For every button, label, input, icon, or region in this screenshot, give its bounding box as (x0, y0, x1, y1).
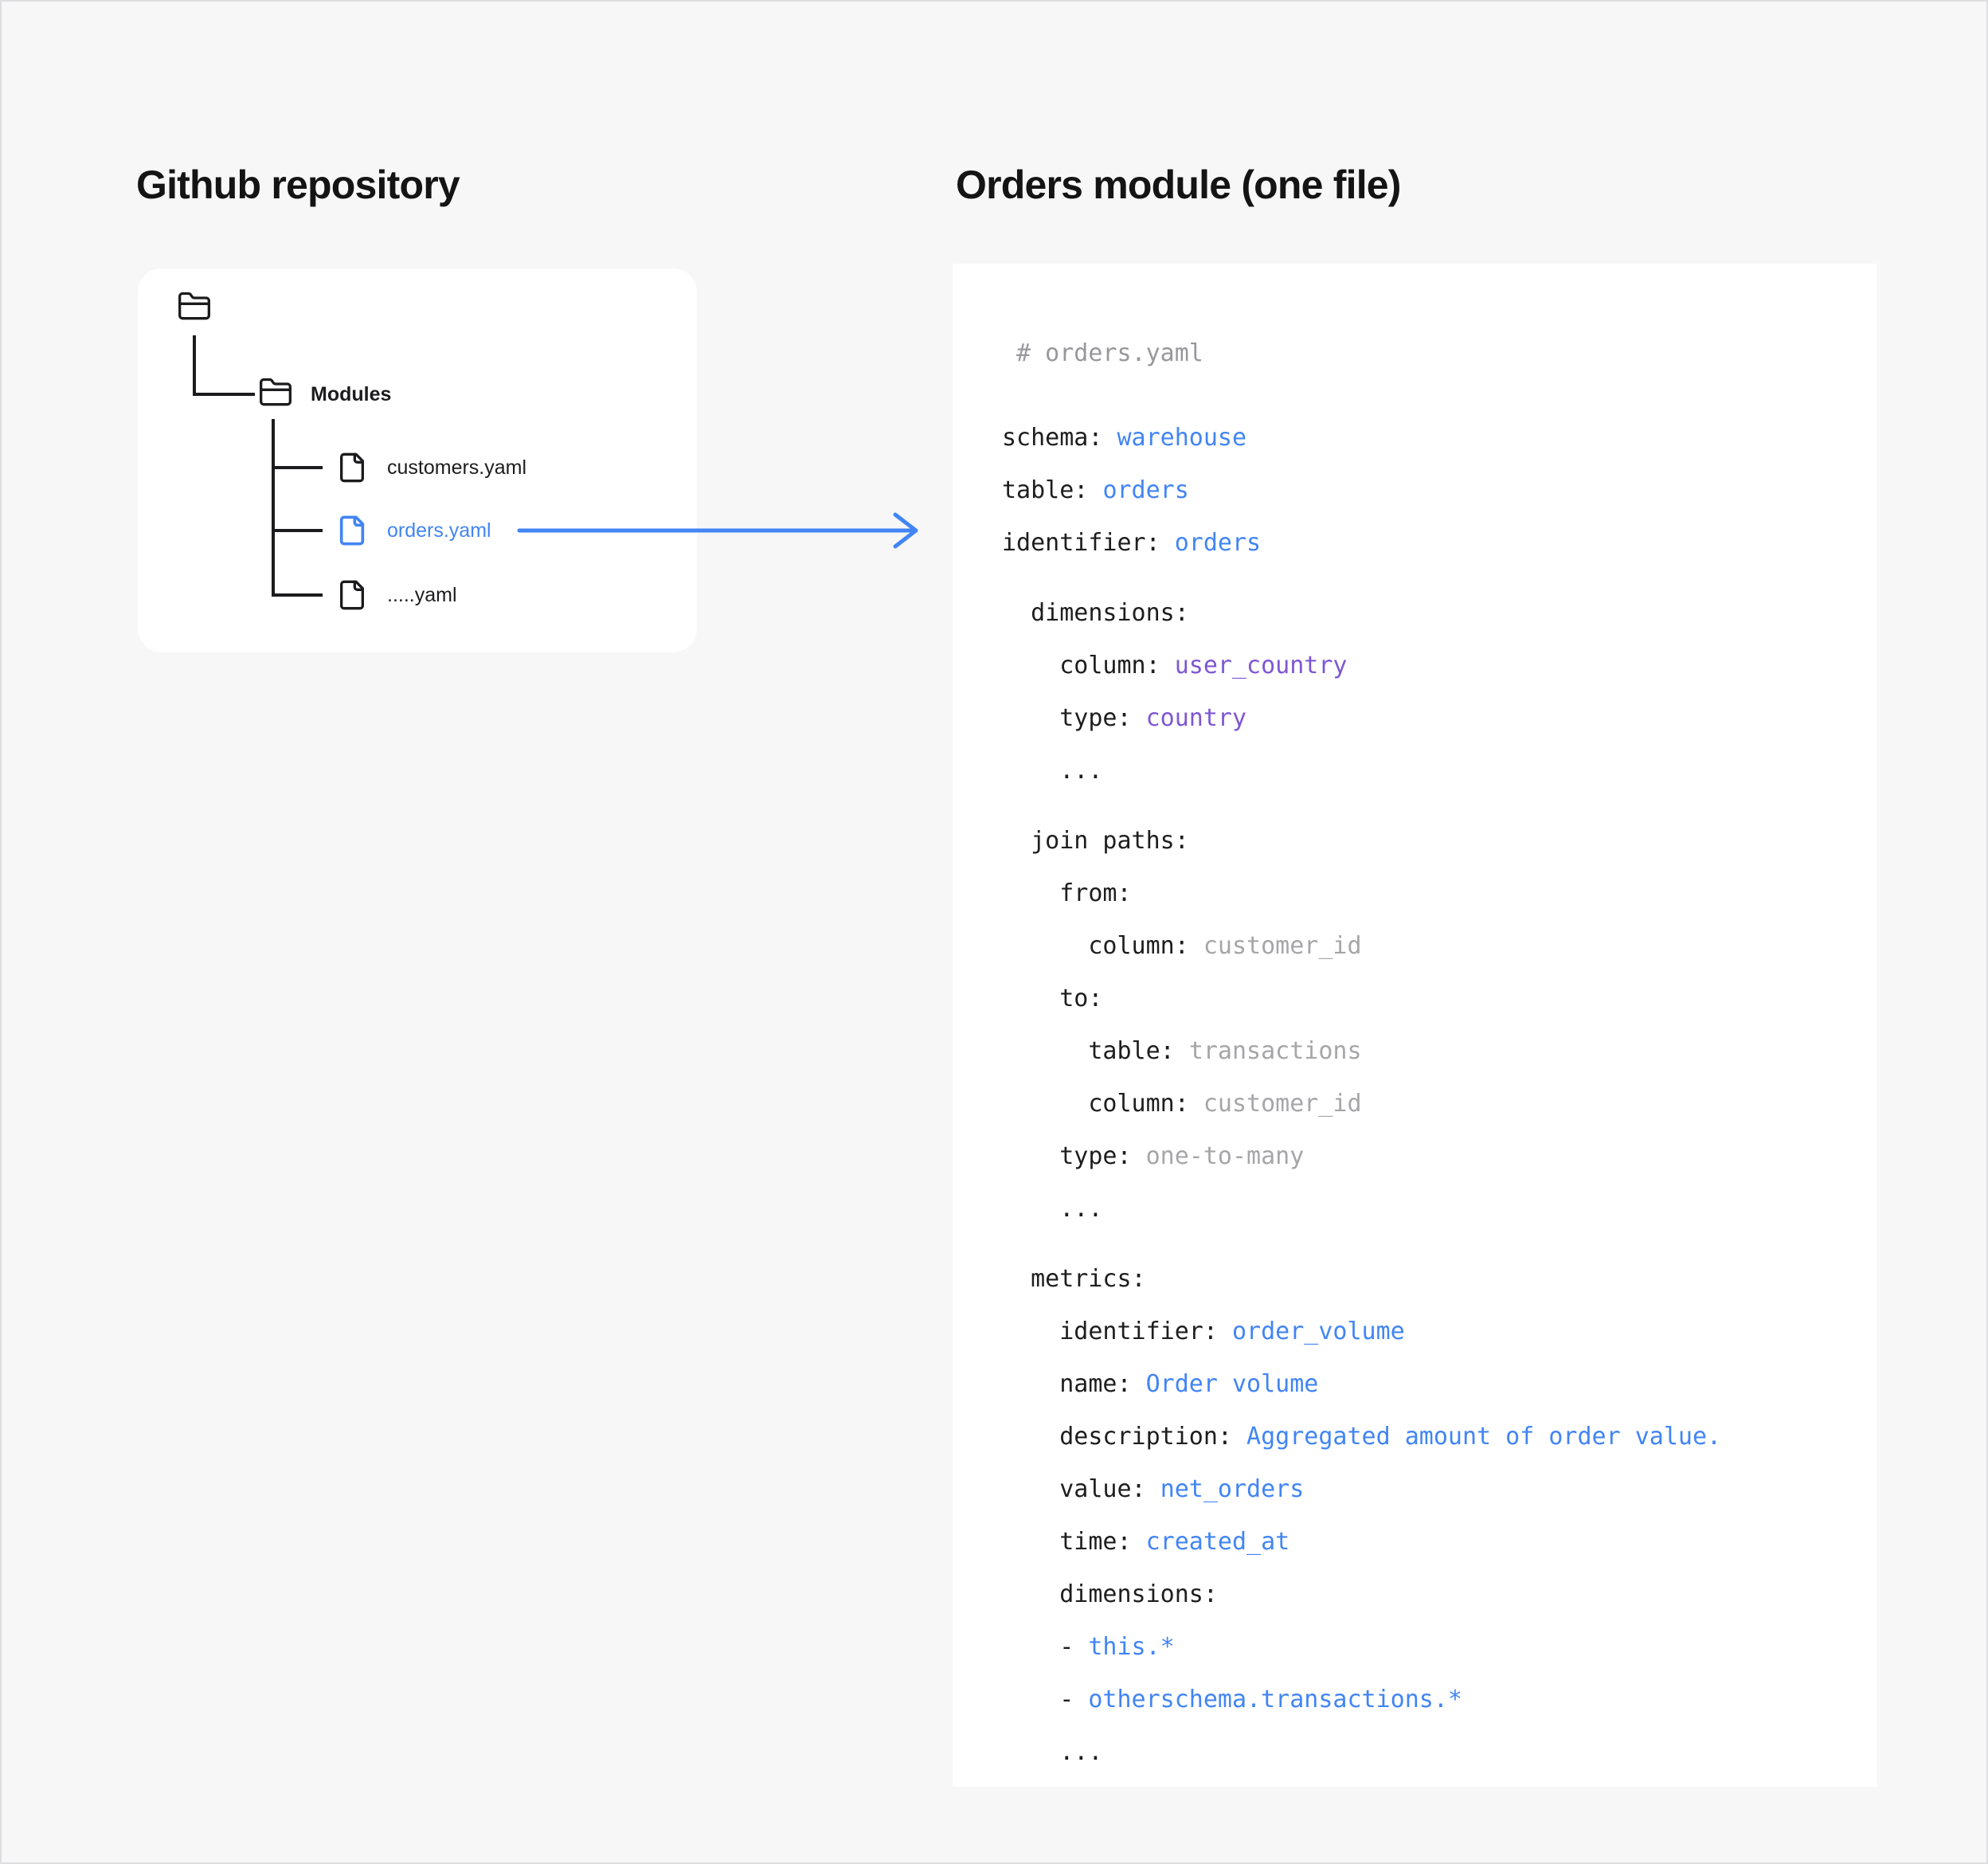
code-line: time: created_at (1002, 1516, 1721, 1568)
code-token-key: column: (1002, 1090, 1203, 1118)
code-line: identifier: orders (1002, 517, 1721, 570)
code-token-key: type: (1002, 1142, 1146, 1170)
code-token-key: - (1002, 1633, 1089, 1661)
code-token-key: schema: (1002, 424, 1117, 452)
file-icon-highlighted (336, 511, 368, 554)
code-token-key: table: (1002, 1037, 1189, 1065)
code-token-muted: customer_id (1203, 932, 1362, 960)
code-token-blue: net_orders (1160, 1475, 1305, 1503)
code-token-key: ... (1002, 1738, 1103, 1766)
right-section-title: Orders module (one file) (956, 163, 1401, 207)
code-line: column: customer_id (1002, 920, 1721, 973)
code-token-key: dimensions: (1002, 599, 1189, 627)
code-token-key: identifier: (1002, 1318, 1232, 1345)
tree-item-modules-label: Modules (311, 383, 392, 405)
tree-connector (272, 419, 275, 597)
tree-connector (193, 335, 196, 396)
code-token-purple: user_country (1174, 652, 1348, 679)
code-token-key: - (1002, 1686, 1089, 1713)
tree-connector (272, 466, 323, 469)
code-token-blue: orders (1102, 476, 1189, 504)
code-line: join paths: (1002, 815, 1721, 867)
code-token-key: name: (1002, 1370, 1146, 1398)
code-token-comment: # orders.yaml (1002, 339, 1203, 367)
tree-item-customers-yaml: customers.yaml (387, 456, 527, 479)
code-token-blue: orders (1174, 529, 1262, 557)
code-line: to: (1002, 973, 1721, 1025)
code-line: table: transactions (1002, 1025, 1721, 1078)
modules-folder-icon (255, 375, 296, 414)
code-line: metrics: (1002, 1253, 1721, 1306)
code-token-key: column: (1002, 932, 1203, 960)
code-line: - this.* (1002, 1621, 1721, 1674)
code-token-key: metrics: (1002, 1265, 1146, 1293)
code-token-key: join paths: (1002, 827, 1189, 855)
code-token-key: from: (1002, 879, 1132, 907)
code-token-muted: customer_id (1203, 1090, 1362, 1118)
tree-connector (272, 593, 323, 597)
code-token-key: table: (1002, 476, 1103, 504)
code-line: ... (1002, 1183, 1721, 1235)
code-token-key: dimensions: (1002, 1580, 1218, 1608)
code-token-key: type: (1002, 704, 1146, 732)
code-line: type: one-to-many (1002, 1130, 1721, 1183)
code-token-blue: created_at (1145, 1528, 1290, 1556)
code-token-blue: warehouse (1117, 424, 1247, 452)
code-line: identifier: order_volume (1002, 1306, 1721, 1358)
repo-tree-card: Modules customers.yaml orders.yaml .....… (138, 268, 697, 652)
code-line: description: Aggregated amount of order … (1002, 1411, 1721, 1463)
code-token-key: identifier: (1002, 529, 1175, 557)
code-line: ... (1002, 1726, 1721, 1779)
code-token-muted: one-to-many (1145, 1142, 1305, 1170)
code-line: column: customer_id (1002, 1078, 1721, 1130)
code-token-blue: order_volume (1231, 1318, 1405, 1345)
code-line: from: (1002, 867, 1721, 920)
code-line: # orders.yaml (1002, 327, 1721, 380)
code-token-blue: otherschema.transactions.* (1088, 1686, 1462, 1713)
tree-connector (193, 393, 255, 396)
code-token-key: time: (1002, 1528, 1146, 1556)
code-line: - otherschema.transactions.* (1002, 1674, 1721, 1726)
code-line: value: net_orders (1002, 1463, 1721, 1516)
root-folder-icon (174, 289, 215, 328)
code-token-blue: Order volume (1145, 1370, 1319, 1398)
file-icon (336, 576, 368, 618)
code-line: name: Order volume (1002, 1358, 1721, 1411)
code-line: type: country (1002, 692, 1721, 745)
tree-connector (272, 529, 323, 532)
left-section-title: Github repository (136, 163, 460, 207)
tree-item-orders-yaml: orders.yaml (387, 519, 491, 542)
code-line: column: user_country (1002, 640, 1721, 692)
file-icon (336, 448, 368, 491)
code-line: dimensions: (1002, 1568, 1721, 1621)
code-line: schema: warehouse (1002, 412, 1721, 464)
code-token-key: value: (1002, 1475, 1160, 1503)
code-token-key: description: (1002, 1423, 1247, 1451)
code-line: dimensions: (1002, 587, 1721, 640)
code-line: ... (1002, 745, 1721, 797)
code-token-muted: transactions (1188, 1037, 1362, 1065)
arrow-right-icon (516, 510, 924, 555)
code-line: table: orders (1002, 464, 1721, 517)
code-token-key: column: (1002, 652, 1175, 679)
tree-item-dots-yaml: .....yaml (387, 584, 457, 606)
code-token-blue: Aggregated amount of order value. (1246, 1423, 1722, 1451)
code-token-key: to: (1002, 985, 1103, 1012)
code-token-blue: this.* (1088, 1633, 1175, 1661)
code-token-key: ... (1002, 757, 1103, 785)
code-token-purple: country (1145, 704, 1247, 732)
code-token-key: ... (1002, 1195, 1103, 1223)
